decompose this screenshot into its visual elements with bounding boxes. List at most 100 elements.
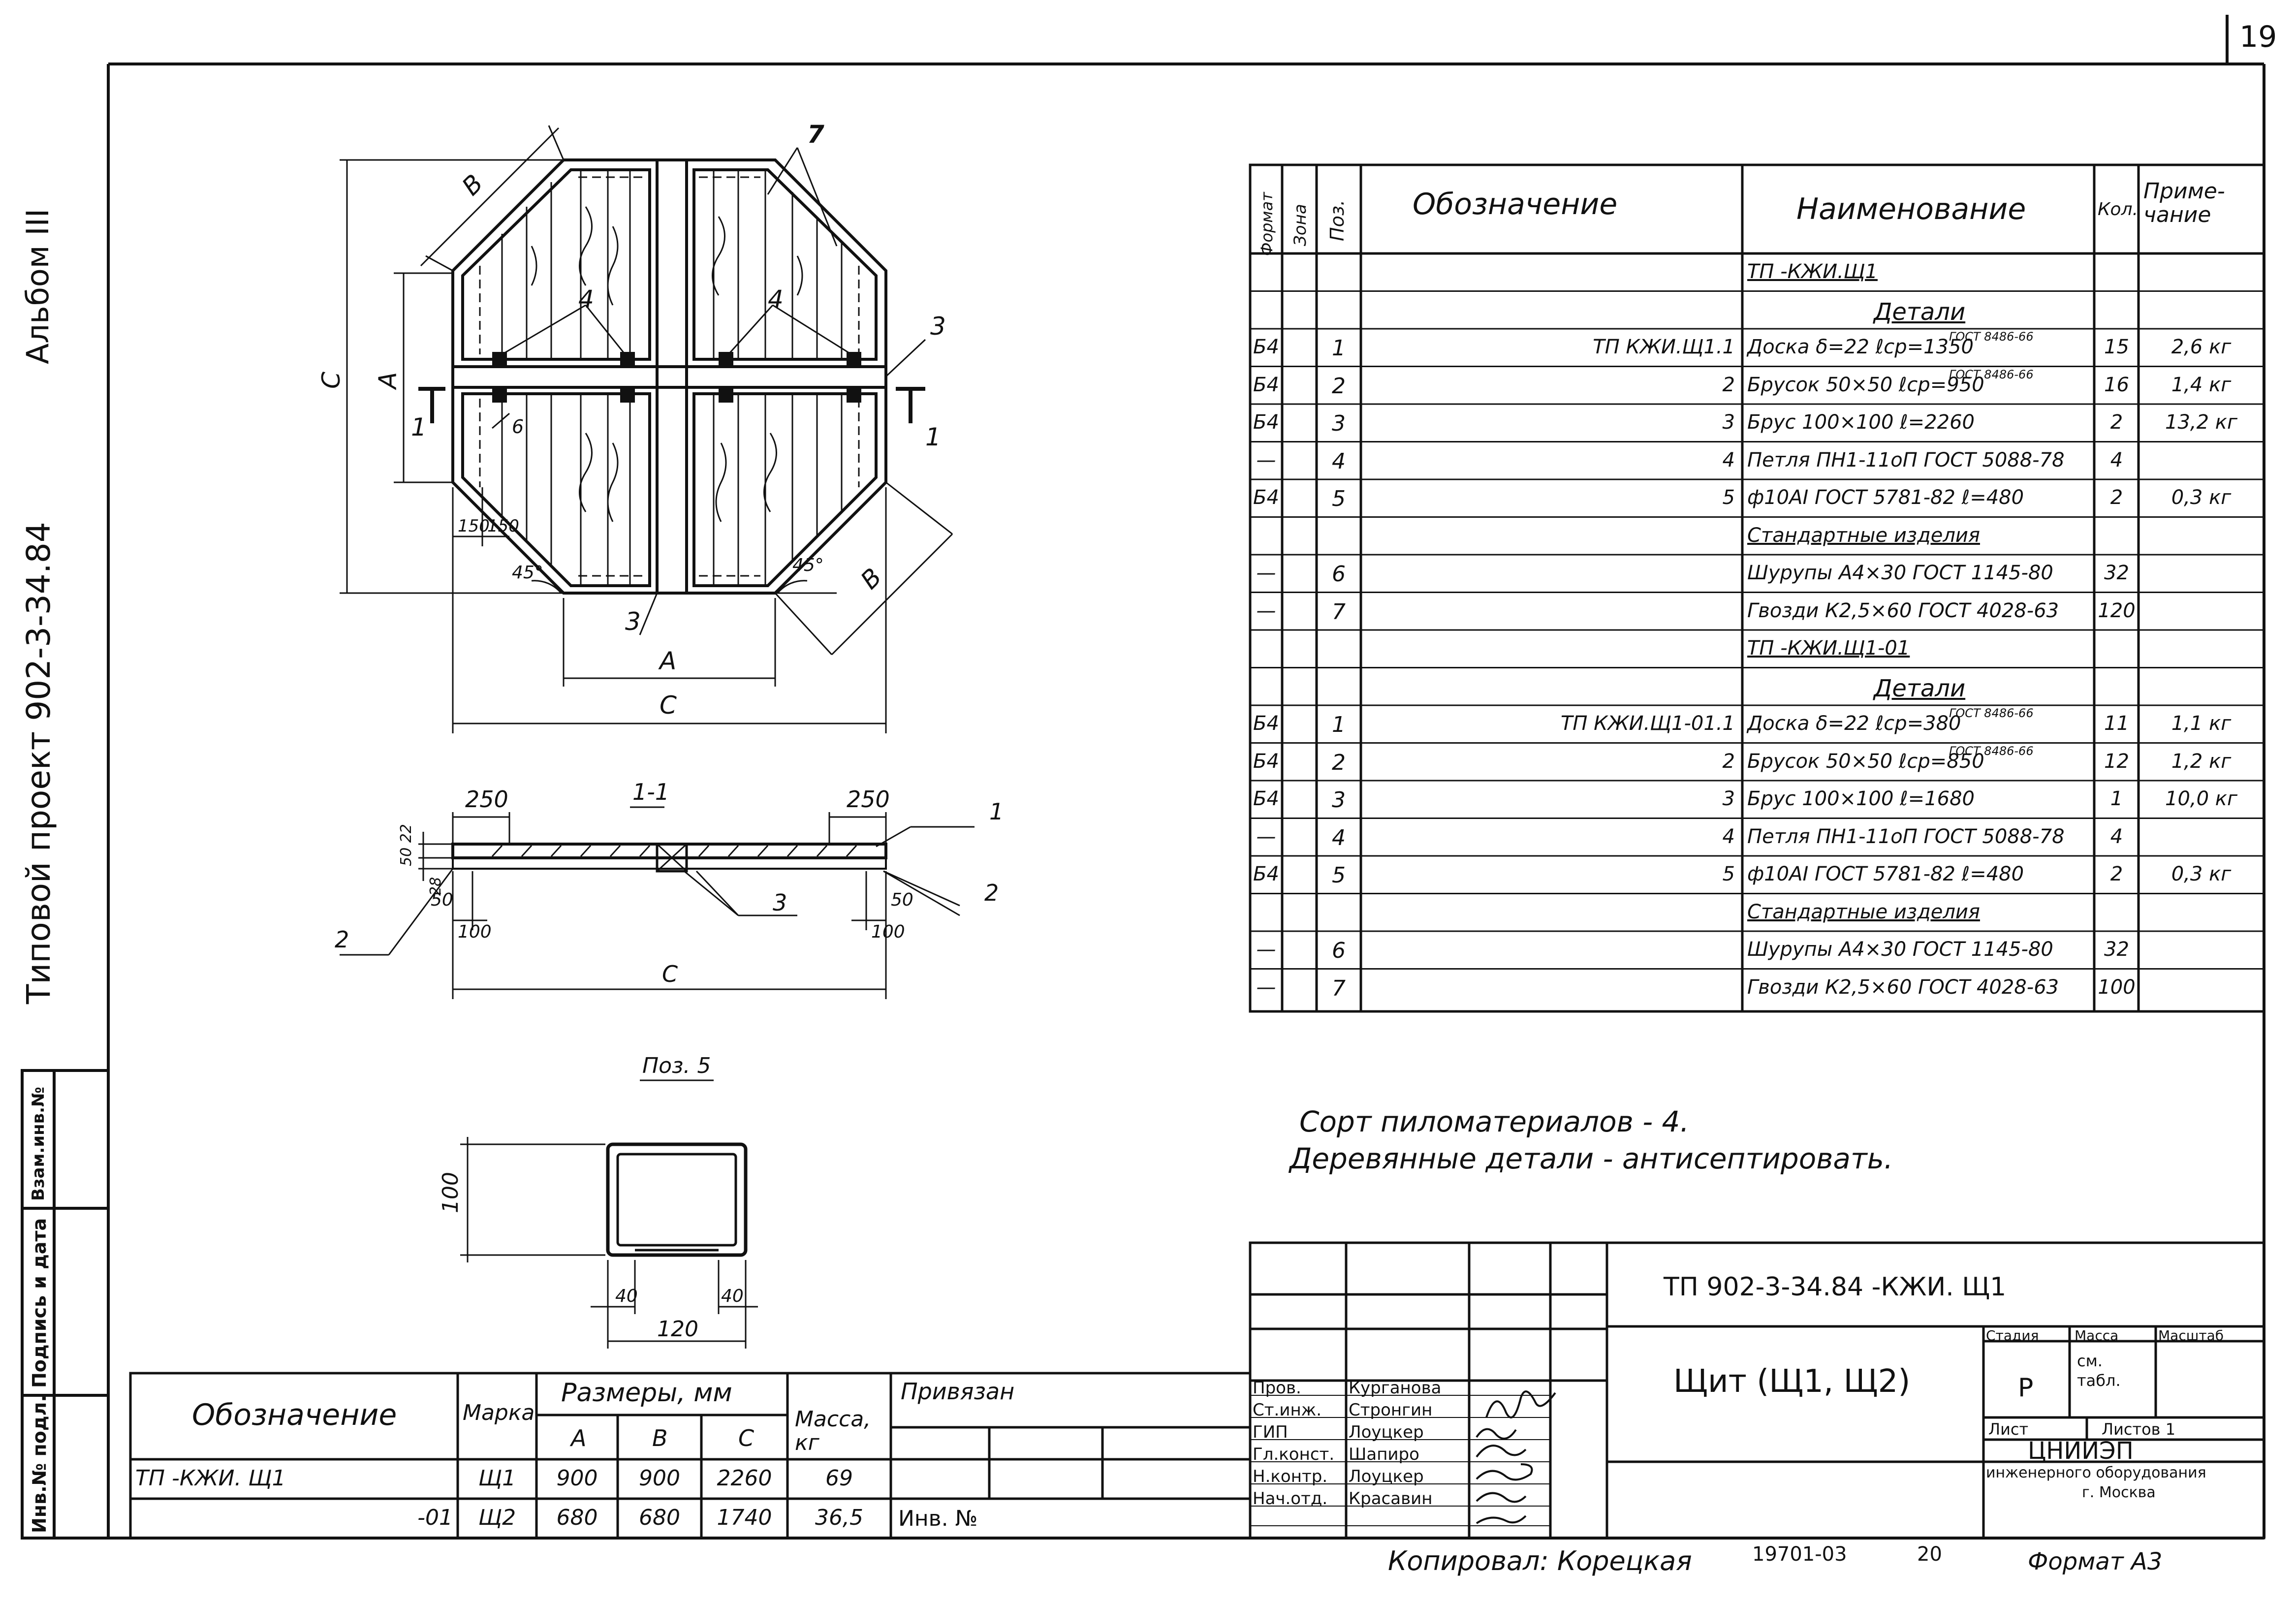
spec-cell-oboz: 4 (1722, 825, 1735, 848)
section-dim-50-right: 50 (891, 890, 913, 910)
spec-cell-name: Шурупы А4×30 ГОСТ 1145-80 (1747, 938, 2053, 961)
spec-header-name: Наименование (1796, 192, 2026, 226)
spec-cell-name: ТП -КЖИ.Щ1 (1747, 260, 1878, 283)
section-title: 1-1 (632, 779, 669, 805)
privyazan-inv: Инв. № (898, 1506, 978, 1531)
spec-cell-format: Б4 (1253, 373, 1279, 396)
size-cell-oboz: ТП -КЖИ. Щ1 (135, 1466, 286, 1491)
size-cell-b: 680 (639, 1505, 680, 1530)
spec-cell-oboz: 5 (1722, 486, 1735, 509)
spec-cell-format: — (1256, 975, 1276, 999)
title-list: Лист (1988, 1420, 2029, 1439)
section-dim-250-right: 250 (847, 786, 890, 813)
spec-header-qty: Кол. (2098, 199, 2139, 220)
spec-cell-note: 0,3 кг (2171, 863, 2232, 885)
spec-cell-name: Шурупы А4×30 ГОСТ 1145-80 (1747, 562, 2053, 584)
plan-label-a-left: А (374, 372, 402, 390)
plan-section-left: 1 (411, 413, 427, 441)
page-number: 19 (2239, 20, 2277, 54)
size-cell-a: 900 (556, 1466, 598, 1491)
spec-cell-note: 2,6 кг (2171, 336, 2232, 358)
section-dim-50-22: 50 22 (398, 824, 415, 866)
section-label-pos2-right: 2 (984, 880, 999, 906)
title-listov: Листов 1 (2102, 1420, 2176, 1439)
size-cell-c: 1740 (717, 1505, 772, 1530)
title-name: Щит (Щ1, Щ2) (1673, 1363, 1911, 1400)
plan-section-right: 1 (925, 423, 941, 451)
spec-cell-note: 1,1 кг (2171, 712, 2232, 735)
spec-cell-name: Брус 100×100 ℓ=1680 (1747, 787, 1975, 810)
spec-cell-pos: 6 (1332, 938, 1346, 963)
staff-name: Красавин (1349, 1489, 1433, 1509)
spec-cell-format: — (1256, 938, 1276, 961)
code-20: 20 (1917, 1543, 1942, 1566)
size-cell-marka: Щ1 (478, 1466, 516, 1491)
format-label: Формат А3 (2028, 1548, 2163, 1575)
spec-cell-format: — (1256, 448, 1276, 472)
plan-label-pos4b: 4 (768, 285, 784, 314)
pos5-dim-40a: 40 (615, 1286, 638, 1306)
pos5-dim-40b: 40 (721, 1286, 744, 1306)
plan-label-c-bottom: С (660, 691, 677, 720)
section-label-pos2-left: 2 (335, 926, 349, 953)
spec-cell-note: 10,0 кг (2165, 787, 2237, 810)
spec-cell-name: ф10АI ГОСТ 5781-82 ℓ=480 (1747, 486, 2024, 509)
spec-cell-pos: 7 (1332, 599, 1346, 625)
archive-number: 19701-03 (1752, 1543, 1847, 1566)
size-cell-massa: 36,5 (815, 1505, 863, 1530)
spec-cell-qty: 2 (2110, 863, 2123, 885)
spec-cell-format: Б4 (1253, 863, 1279, 885)
spec-cell-qty: 2 (2110, 411, 2123, 434)
spec-cell-format: Б4 (1253, 750, 1279, 773)
spec-cell-qty: 2 (2110, 486, 2123, 509)
size-header-a: А (571, 1425, 587, 1451)
copied-by: Копировал: Корецкая (1388, 1545, 1692, 1576)
spec-cell-name: Доска δ=22 ℓср=380 (1747, 712, 1961, 735)
section-dim-100-right: 100 (871, 922, 905, 942)
staff-role: Пров. (1253, 1378, 1301, 1398)
spec-cell-name: Стандартные изделия (1747, 900, 1980, 923)
staff-name: Шапиро (1349, 1445, 1419, 1464)
size-cell-b: 900 (639, 1466, 680, 1491)
spec-cell-qty: 12 (2104, 750, 2129, 773)
spec-cell-name: Гвозди К2,5×60 ГОСТ 4028-63 (1747, 599, 2059, 622)
spec-cell-pos: 3 (1332, 787, 1346, 813)
note-lumber-grade: Сорт пиломатериалов - 4. (1299, 1105, 1689, 1138)
plan-dim-150b: 150 (487, 516, 519, 536)
title-stadiya-header: Стадия (1986, 1327, 2039, 1344)
spec-cell-name: ТП -КЖИ.Щ1-01 (1747, 637, 1910, 660)
plan-angle-left: 45° (512, 563, 543, 583)
plan-label-pos3-right: 3 (930, 312, 946, 341)
spec-cell-qty: 32 (2104, 938, 2129, 961)
size-cell-oboz: -01 (417, 1505, 453, 1530)
pos5-dim-120: 120 (657, 1317, 698, 1342)
section-dim-50-left: 50 (431, 890, 453, 910)
spec-cell-oboz: 3 (1722, 411, 1735, 434)
spec-cell-sup: ГОСТ 8486-66 (1949, 330, 2034, 344)
size-header-razmery: Размеры, мм (561, 1378, 732, 1408)
spec-cell-format: Б4 (1253, 486, 1279, 509)
size-cell-a: 680 (556, 1505, 598, 1530)
spec-cell-sup: ГОСТ 8486-66 (1949, 706, 2034, 720)
pos5-dim-100: 100 (438, 1172, 463, 1213)
spec-cell-name: Петля ПН1-11оП ГОСТ 5088-78 (1747, 825, 2065, 848)
size-header-c: С (738, 1425, 755, 1451)
size-header-marka: Марка (463, 1400, 535, 1425)
staff-role: Ст.инж. (1253, 1400, 1322, 1420)
spec-cell-name: ф10АI ГОСТ 5781-82 ℓ=480 (1747, 863, 2024, 885)
plan-label-c-left: С (317, 372, 346, 389)
spec-cell-oboz: 2 (1722, 750, 1735, 773)
spec-cell-name: Стандартные изделия (1747, 524, 1980, 547)
spec-cell-qty: 15 (2104, 336, 2129, 358)
staff-role: Нач.отд. (1253, 1489, 1328, 1509)
title-stadiya-value: Р (2018, 1373, 2034, 1403)
size-cell-c: 2260 (717, 1466, 772, 1491)
section-dim-28: 28 (427, 877, 444, 896)
spec-cell-note: 1,2 кг (2171, 750, 2232, 773)
plan-label-pos3-bottom: 3 (625, 607, 641, 636)
spec-cell-format: Б4 (1253, 336, 1279, 358)
staff-role: Н.контр. (1253, 1467, 1328, 1486)
plan-label-pos7: 7 (807, 120, 824, 149)
